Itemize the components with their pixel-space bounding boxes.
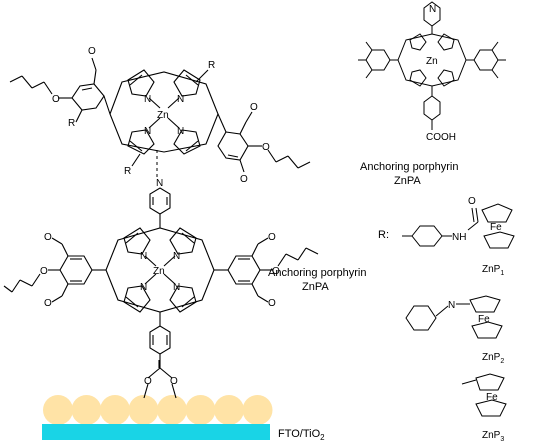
lower-o-left-top: O <box>44 232 52 243</box>
lower-zn-label: Zn <box>153 266 165 277</box>
upper-o-right-top: O <box>250 102 258 113</box>
upper-n-label-tl: N <box>144 94 151 105</box>
substrate-label: FTO/TiO2 <box>278 428 325 442</box>
znpa-structure <box>358 1 506 130</box>
lower-n-label-br: N <box>173 282 180 293</box>
znp3-structure <box>461 373 507 417</box>
upper-o-left-top: O <box>88 46 96 57</box>
lower-n-label-bl: N <box>140 282 147 293</box>
znp3-fe-label: Fe <box>486 392 498 403</box>
anchoring-label-2-line1: Anchoring porphyrin <box>268 267 366 279</box>
tio2-nanoparticle <box>157 395 187 425</box>
r-label-top: R <box>208 60 215 71</box>
tio2-nanoparticle <box>214 395 244 425</box>
lower-o-right-mid: O <box>272 266 280 277</box>
upper-porphyrin-atoms: Zn N N N N R R R O O O O O <box>52 46 270 185</box>
znp1-caption: ZnP1 <box>482 264 504 277</box>
ester-o-left: O <box>144 376 152 387</box>
lower-n-label-tl: N <box>140 251 147 262</box>
ester-o-right: O <box>170 376 178 387</box>
tio2-nanoparticle <box>71 395 102 425</box>
tio2-nanoparticle <box>100 395 130 425</box>
upper-zn-label: Zn <box>157 110 169 121</box>
znp2-structure <box>405 295 503 339</box>
znpa-zn-label: Zn <box>426 56 438 67</box>
znp2-fe-label: Fe <box>478 314 490 325</box>
znpa-atoms: Zn N COOH <box>426 4 456 143</box>
znp1-fe-label: Fe <box>490 222 502 233</box>
anchoring-label-1-line2: ZnPA <box>394 175 421 187</box>
r-label-bottom: R <box>124 166 131 177</box>
anchoring-label-1-line1: Anchoring porphyrin <box>360 161 458 173</box>
znp1-structure <box>402 203 515 249</box>
znp1-nh-label: NH <box>452 232 466 243</box>
znpa-pyridine-n: N <box>429 4 436 15</box>
r-substituent-label: R: <box>378 229 389 241</box>
r-label-left: R <box>68 118 75 129</box>
znp2-n-label: N <box>448 300 455 311</box>
lower-o-left-bot: O <box>44 298 52 309</box>
znp2-caption: ZnP2 <box>482 352 504 365</box>
lower-porphyrin <box>3 187 319 399</box>
lower-porphyrin-atoms: Zn N N N N N O O O O O O O O <box>40 178 280 387</box>
tio2-nanoparticle <box>185 395 216 425</box>
upper-o-right-bot: O <box>240 174 248 185</box>
upper-o-left-chain: O <box>52 94 60 105</box>
znpa-cooh-label: COOH <box>426 132 456 143</box>
anchoring-label-2-line2: ZnPA <box>302 281 329 293</box>
tio2-nanoparticles <box>43 395 273 425</box>
upper-n-label-bl: N <box>144 126 151 137</box>
upper-n-label-tr: N <box>177 94 184 105</box>
tio2-nanoparticle <box>43 395 73 425</box>
lower-o-left-mid: O <box>40 266 48 277</box>
znp1-o-label: O <box>468 196 476 207</box>
pyridine-n-label: N <box>156 178 163 189</box>
upper-n-label-br: N <box>177 126 184 137</box>
upper-o-right-chain: O <box>262 142 270 153</box>
tio2-nanoparticle <box>128 395 159 425</box>
znp3-caption: ZnP3 <box>482 430 504 443</box>
tio2-nanoparticle <box>242 395 273 425</box>
lower-o-right-bot: O <box>268 298 276 309</box>
lower-o-right-top: O <box>268 232 276 243</box>
fto-bar <box>42 424 270 440</box>
lower-n-label-tr: N <box>173 251 180 262</box>
upper-porphyrin <box>9 57 311 173</box>
